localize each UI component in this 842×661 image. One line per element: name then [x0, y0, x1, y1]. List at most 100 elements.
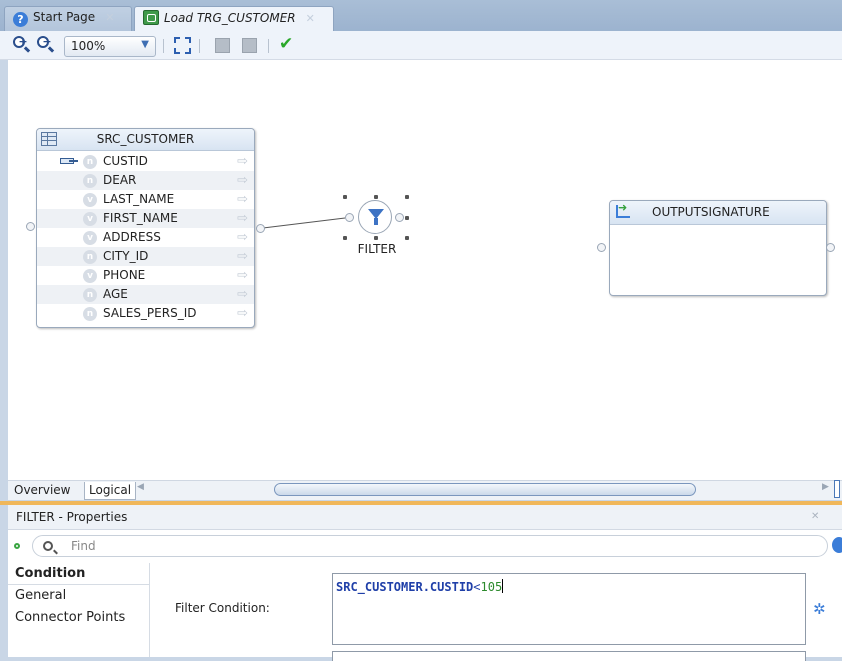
zoom-level-select[interactable]: 100% ▼: [64, 36, 156, 57]
arrow-right-icon[interactable]: ⇨: [237, 249, 248, 264]
condition-column: SRC_CUSTOMER.CUSTID: [336, 580, 474, 594]
search-icon: [43, 541, 53, 551]
number-type-icon: n: [83, 250, 97, 264]
auto-layout-icon[interactable]: [242, 38, 257, 53]
gear-icon[interactable]: ✲: [813, 600, 826, 618]
arrow-right-icon[interactable]: ⇨: [237, 154, 248, 169]
datastore-name: SRC_CUSTOMER: [96, 132, 195, 146]
nav-connector-points[interactable]: Connector Points: [15, 610, 126, 625]
horizontal-scrollbar-thumb[interactable]: [274, 483, 696, 496]
number-type-icon: n: [83, 288, 97, 302]
datastore-input-port[interactable]: [26, 222, 35, 231]
help-icon: ?: [13, 12, 28, 27]
filter-condition-label: Filter Condition:: [175, 601, 270, 615]
attribute-row[interactable]: v ADDRESS ⇨: [37, 228, 254, 247]
varchar-type-icon: v: [83, 212, 97, 226]
condition-operator: <: [473, 580, 481, 594]
chevron-down-icon: ▼: [141, 39, 149, 50]
close-icon[interactable]: ✕: [305, 12, 315, 25]
attribute-name: SALES_PERS_ID: [103, 306, 197, 320]
attribute-row[interactable]: n CITY_ID ⇨: [37, 247, 254, 266]
tab-logical[interactable]: Logical: [84, 482, 137, 500]
arrow-right-icon[interactable]: ⇨: [237, 173, 248, 188]
zoom-in-button[interactable]: +: [12, 35, 30, 54]
scroll-end-marker: [834, 480, 840, 498]
varchar-type-icon: v: [83, 193, 97, 207]
nav-general[interactable]: General: [15, 588, 67, 603]
number-type-icon: n: [83, 174, 97, 188]
toolbar-separator: [163, 39, 164, 53]
mapping-icon: [143, 10, 159, 25]
filter-label: FILTER: [357, 242, 397, 256]
filter-component[interactable]: [358, 200, 392, 234]
status-dot-icon: [14, 543, 20, 549]
signature-output-port[interactable]: [826, 243, 835, 252]
filter-input-port[interactable]: [345, 213, 354, 222]
tab-label: Load TRG_CUSTOMER: [164, 11, 296, 25]
zoom-out-button[interactable]: −: [36, 35, 54, 54]
varchar-type-icon: v: [83, 231, 97, 245]
properties-panel-header: FILTER - Properties: [8, 505, 842, 530]
left-gutter: [0, 60, 8, 650]
datastore-output-port[interactable]: [256, 224, 265, 233]
selection-handle[interactable]: [405, 216, 409, 220]
selection-handle[interactable]: [343, 195, 347, 199]
arrow-right-icon[interactable]: ⇨: [237, 268, 248, 283]
arrow-right-icon[interactable]: ⇨: [237, 192, 248, 207]
toolbar-separator: [199, 39, 200, 53]
scroll-right-icon[interactable]: ▶: [822, 482, 829, 492]
attribute-row[interactable]: v LAST_NAME ⇨: [37, 190, 254, 209]
close-icon[interactable]: ✕: [105, 11, 115, 24]
attribute-name: ADDRESS: [103, 230, 161, 244]
number-type-icon: n: [83, 155, 97, 169]
arrow-right-icon[interactable]: ⇨: [237, 306, 248, 321]
attribute-row[interactable]: n SALES_PERS_ID ⇨: [37, 304, 254, 323]
filter-condition-editor[interactable]: SRC_CUSTOMER.CUSTID<105: [332, 573, 806, 645]
tab-label: Start Page: [33, 10, 96, 24]
next-property-field[interactable]: [332, 651, 806, 661]
attribute-row[interactable]: v FIRST_NAME ⇨: [37, 209, 254, 228]
attribute-row[interactable]: n CUSTID ⇨: [37, 152, 254, 171]
scroll-left-icon[interactable]: ◀: [137, 482, 144, 492]
toolbar-separator: [268, 39, 269, 53]
datastore-header[interactable]: SRC_CUSTOMER: [37, 129, 254, 151]
zoom-level-value: 100%: [71, 39, 106, 53]
attribute-list: n CUSTID ⇨ n DEAR ⇨ v LAST_NAME ⇨ v FIRS…: [37, 151, 254, 323]
source-datastore[interactable]: SRC_CUSTOMER n CUSTID ⇨ n DEAR ⇨ v LAST_…: [36, 128, 255, 328]
attribute-name: DEAR: [103, 173, 137, 187]
output-signature[interactable]: OUTPUTSIGNATURE: [609, 200, 827, 296]
attribute-row[interactable]: n DEAR ⇨: [37, 171, 254, 190]
selection-handle[interactable]: [343, 236, 347, 240]
attribute-row[interactable]: n AGE ⇨: [37, 285, 254, 304]
zoom-in-icon: +: [13, 35, 28, 48]
attribute-row[interactable]: v PHONE ⇨: [37, 266, 254, 285]
tab-load-trg-customer[interactable]: Load TRG_CUSTOMER ✕: [134, 6, 334, 31]
arrow-right-icon[interactable]: ⇨: [237, 211, 248, 226]
text-caret: [502, 579, 504, 593]
find-placeholder: Find: [71, 539, 96, 553]
fit-to-window-icon[interactable]: [174, 37, 191, 54]
validate-icon[interactable]: ✔: [279, 34, 294, 54]
attribute-name: CUSTID: [103, 154, 148, 168]
attribute-name: AGE: [103, 287, 128, 301]
help-icon[interactable]: [832, 537, 842, 553]
primary-key-icon: [60, 158, 78, 164]
tab-start-page[interactable]: ? Start Page ✕: [4, 6, 132, 31]
zoom-out-icon: −: [37, 35, 52, 48]
nav-condition[interactable]: Condition: [8, 563, 149, 585]
arrow-right-icon[interactable]: ⇨: [237, 287, 248, 302]
find-input[interactable]: Find: [32, 535, 828, 557]
signature-input-port[interactable]: [597, 243, 606, 252]
layout-icon[interactable]: [215, 38, 230, 53]
arrow-right-icon[interactable]: ⇨: [237, 230, 248, 245]
selection-handle[interactable]: [374, 236, 378, 240]
close-icon[interactable]: ✕: [811, 511, 820, 522]
selection-handle[interactable]: [374, 195, 378, 199]
signature-header[interactable]: OUTPUTSIGNATURE: [610, 201, 826, 225]
funnel-icon: [368, 209, 384, 225]
tab-overview[interactable]: Overview: [14, 483, 71, 497]
attribute-name: CITY_ID: [103, 249, 149, 263]
filter-output-port[interactable]: [395, 213, 404, 222]
selection-handle[interactable]: [405, 236, 409, 240]
selection-handle[interactable]: [405, 195, 409, 199]
